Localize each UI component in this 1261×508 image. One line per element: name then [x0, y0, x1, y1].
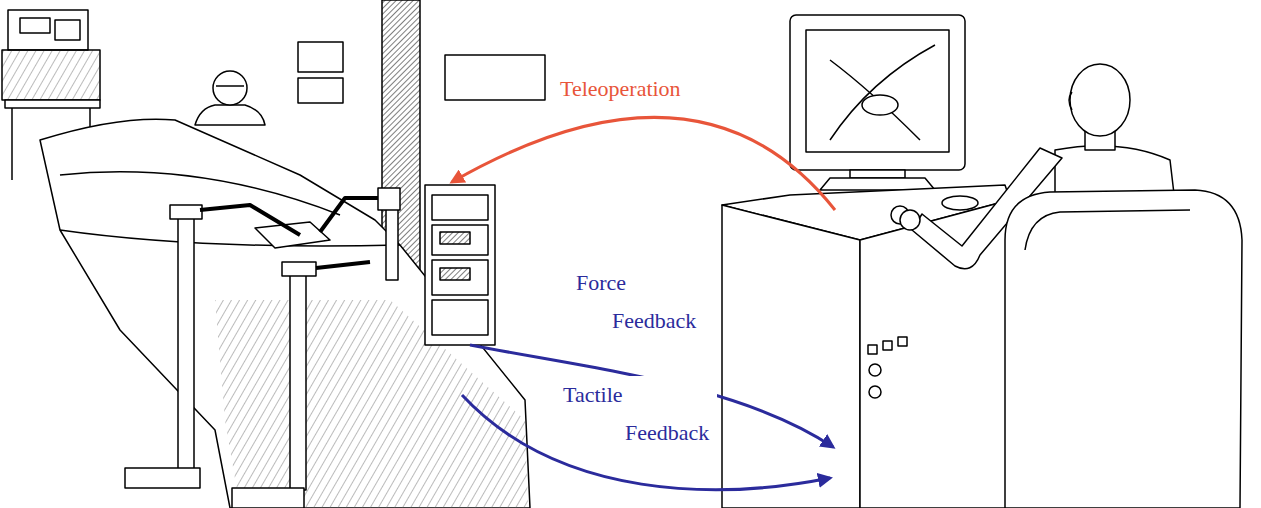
screen-tissue	[862, 95, 898, 115]
rack-display	[440, 232, 470, 244]
bed-drape	[40, 119, 530, 508]
robot-base	[125, 468, 200, 488]
teleoperation-arrow	[452, 117, 835, 210]
robot-arm	[200, 205, 300, 235]
monitor-stand	[850, 170, 905, 178]
equipment-table	[5, 100, 100, 108]
rack-unit	[432, 260, 488, 295]
hand-controller	[942, 196, 978, 210]
monitor-base	[820, 178, 935, 190]
desk-knob	[869, 364, 881, 376]
pillar	[382, 0, 420, 285]
screen-instrument	[830, 45, 935, 140]
equipment-panel	[20, 18, 50, 33]
robot-arm	[320, 198, 378, 232]
robot-joint	[378, 188, 400, 210]
equipment-box	[8, 10, 88, 50]
assistant-glasses	[216, 85, 244, 87]
table-leg	[11, 108, 13, 180]
robot-pedestal	[290, 270, 306, 490]
desk-button	[868, 345, 877, 354]
surgeon-ear	[1069, 92, 1072, 110]
robot-joint	[282, 262, 316, 276]
robot-base	[232, 488, 304, 508]
monitor-frame	[790, 15, 965, 170]
surgical-site	[255, 222, 330, 248]
chair-seam	[1025, 210, 1190, 250]
wall-panel	[298, 42, 343, 72]
robot-arm	[316, 262, 370, 268]
desk-knob	[869, 386, 881, 398]
rack-display	[440, 268, 470, 280]
bed-edge	[60, 230, 400, 246]
monitor-screen	[806, 30, 949, 152]
arrow-label: Force Feedback	[576, 264, 704, 340]
arrow-label: Tactile Feedback	[563, 376, 717, 452]
wall-panel	[298, 78, 343, 103]
desk-button	[898, 337, 907, 346]
equipment-rack	[425, 185, 495, 345]
screen-instrument	[830, 60, 920, 140]
robot-joint	[170, 205, 202, 219]
robot-pedestal	[386, 200, 398, 280]
rack-unit	[432, 195, 488, 220]
rack-unit	[432, 225, 488, 255]
wall-frame	[445, 55, 545, 100]
surgeon-hand	[900, 210, 920, 230]
rack-unit	[432, 300, 488, 335]
assistant-head	[213, 71, 247, 105]
equipment-panel	[55, 20, 80, 40]
arrow-label: Teleoperation	[560, 70, 681, 108]
assistant-body	[195, 105, 265, 125]
equipment-box	[2, 50, 100, 100]
drape-shading	[215, 300, 528, 508]
desk-button	[883, 341, 892, 350]
chair	[1005, 190, 1242, 508]
robot-pedestal	[178, 215, 194, 470]
surgeon-head	[1070, 64, 1130, 136]
desk-front	[722, 205, 860, 508]
